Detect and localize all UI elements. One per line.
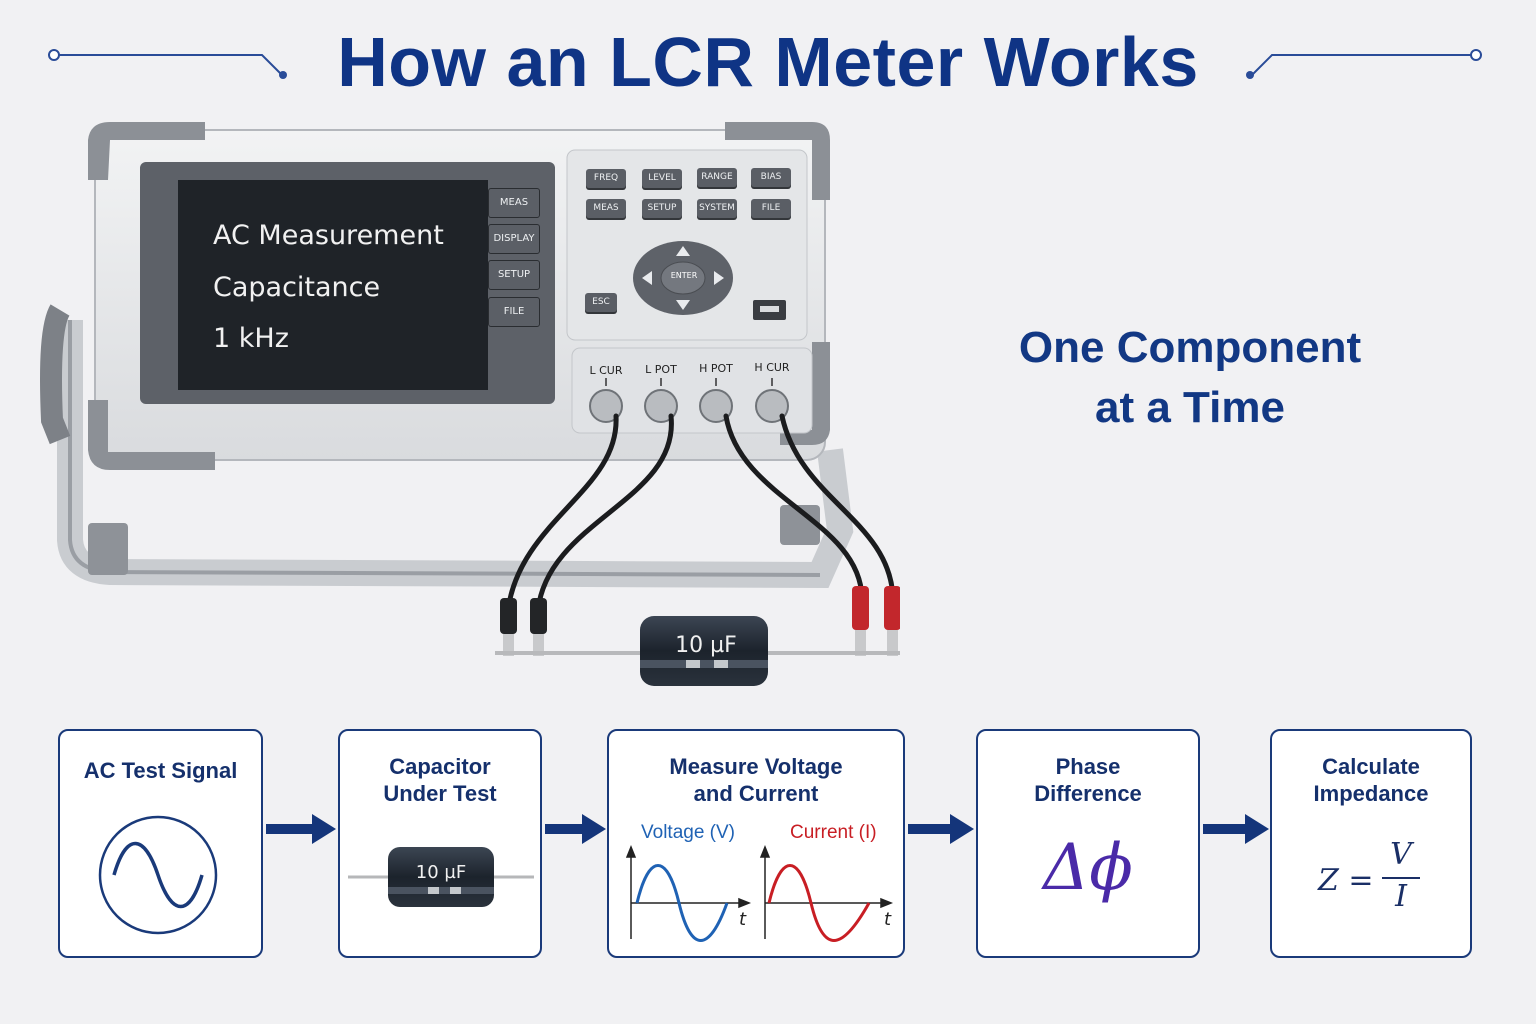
key-esc[interactable]: ESC: [585, 293, 617, 312]
step-3-title-line-2: and Current: [693, 781, 819, 806]
step-measure-voltage-current: Measure Voltage and Current Voltage (V) …: [607, 729, 905, 958]
step-ac-test-signal: AC Test Signal: [58, 729, 263, 958]
title-decoration: [48, 49, 1482, 79]
waveform-plots: t t: [625, 844, 894, 942]
step-5-title-line-1: Calculate: [1322, 754, 1420, 779]
sine-source-icon: [98, 815, 218, 935]
key-setup[interactable]: SETUP: [642, 199, 682, 218]
tagline: One Component at a Time: [960, 318, 1420, 438]
voltage-label: Voltage (V): [641, 822, 735, 843]
softkey-meas[interactable]: MEAS: [488, 188, 540, 218]
page-title: How an LCR Meter Works: [337, 23, 1199, 101]
key-meas[interactable]: MEAS: [586, 199, 626, 218]
jack-label-h-cur: H CUR: [754, 361, 790, 374]
screen-line-1: AC Measurement: [213, 220, 444, 251]
current-label: Current (I): [790, 822, 877, 843]
capacitor-icon: 10 µF: [348, 847, 534, 907]
t-axis-label-2: t: [884, 909, 892, 930]
step-2-title-line-2: Under Test: [383, 781, 497, 806]
step-2-title-line-1: Capacitor: [389, 754, 491, 779]
key-freq[interactable]: FREQ: [586, 169, 626, 188]
capacitor-icon-label: 10 µF: [416, 862, 466, 883]
softkey-setup[interactable]: SETUP: [488, 260, 540, 290]
formula-fraction-bar: [1382, 877, 1420, 879]
key-file[interactable]: FILE: [751, 199, 791, 218]
step-phase-difference: Phase Difference Δϕ: [976, 729, 1200, 958]
screen-line-3: 1 kHz: [213, 323, 289, 354]
step-3-title-line-1: Measure Voltage: [669, 754, 843, 779]
key-bias[interactable]: BIAS: [751, 168, 791, 187]
step-1-title: AC Test Signal: [83, 758, 238, 783]
jack-label-h-pot: H POT: [699, 362, 733, 375]
softkey-file[interactable]: FILE: [488, 297, 540, 327]
step-5-title-line-2: Impedance: [1313, 781, 1429, 806]
key-range[interactable]: RANGE: [697, 168, 737, 187]
formula-numerator: V: [1390, 837, 1412, 872]
tagline-line-2: at a Time: [1095, 383, 1285, 432]
key-system[interactable]: SYSTEM: [697, 199, 737, 218]
screen-line-2: Capacitance: [213, 272, 381, 303]
tagline-line-1: One Component: [1018, 323, 1362, 372]
capacitor-label: 10 µF: [675, 633, 737, 658]
step-capacitor-under-test: Capacitor Under Test 10 µF: [338, 729, 542, 958]
formula-denominator: I: [1395, 879, 1407, 914]
key-enter[interactable]: ENTER: [670, 271, 698, 280]
phase-symbol: Δϕ: [1043, 831, 1133, 905]
step-calculate-impedance: Calculate Impedance Z = V I: [1270, 729, 1472, 958]
jack-label-l-cur: L CUR: [589, 364, 623, 377]
key-level[interactable]: LEVEL: [642, 169, 682, 188]
t-axis-label-1: t: [739, 909, 747, 930]
flow-arrows: [266, 814, 1269, 844]
lcr-meter: 10 µF: [40, 122, 900, 686]
step-4-title-line-2: Difference: [1034, 781, 1142, 806]
jack-label-l-pot: L POT: [645, 363, 677, 376]
softkey-display[interactable]: DISPLAY: [488, 224, 540, 254]
formula-lhs: Z =: [1318, 863, 1374, 898]
step-4-title-line-1: Phase: [1055, 754, 1121, 779]
